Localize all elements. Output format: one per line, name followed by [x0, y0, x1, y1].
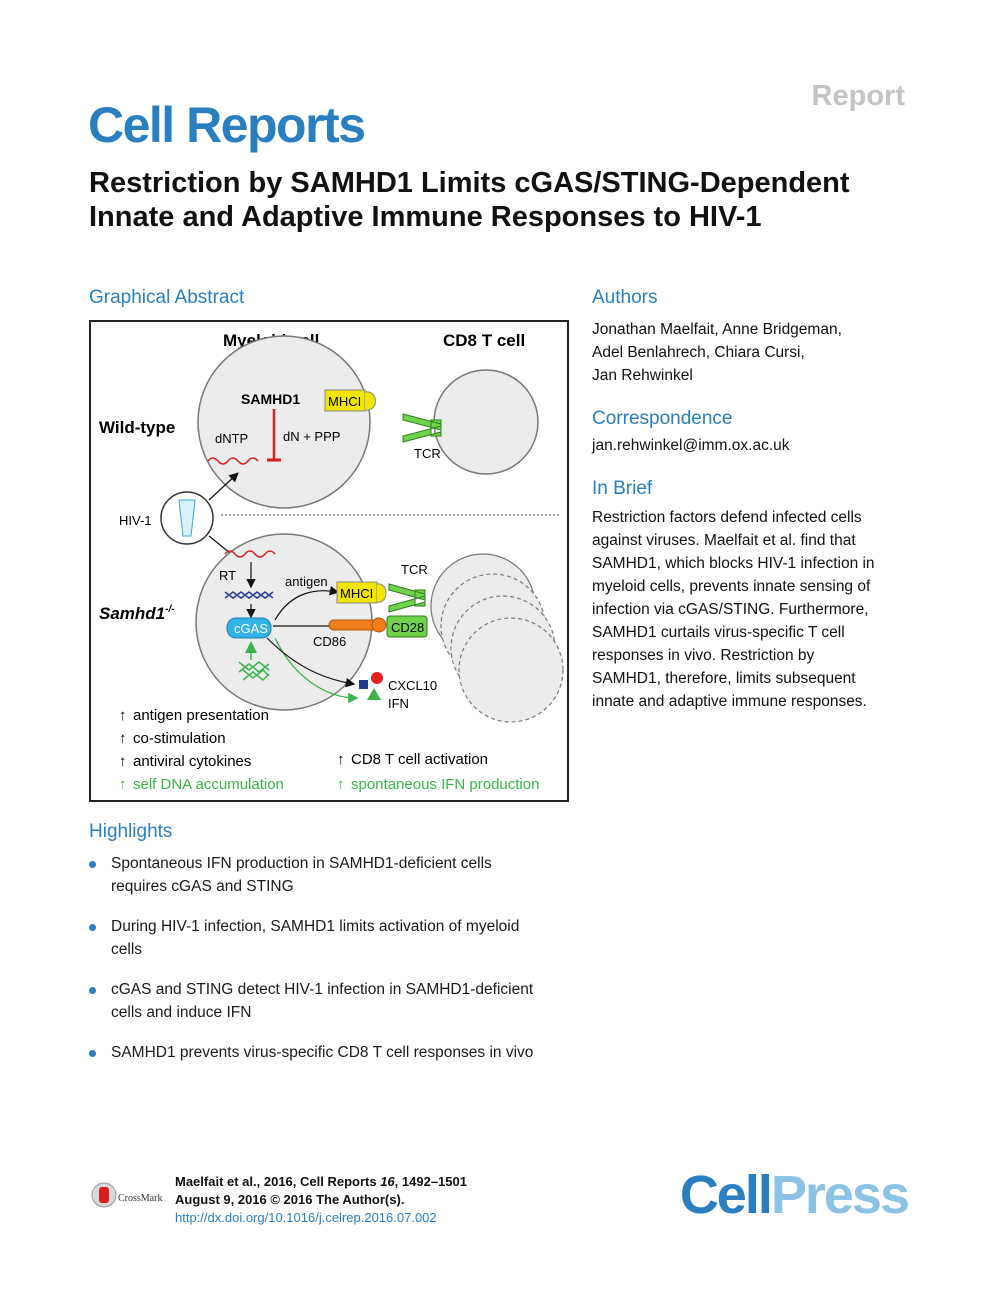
cd86-label: CD86: [313, 634, 346, 649]
authors-list: Jonathan Maelfait, Anne Bridgeman, Adel …: [592, 318, 842, 387]
article-title: Restriction by SAMHD1 Limits cGAS/STING-…: [89, 167, 850, 233]
graphical-abstract-figure: Myeloid cell CD8 T cell Wild-type SAMHD1…: [89, 320, 569, 802]
outcome-text-2: co-stimulation: [133, 730, 226, 747]
correspondence-email[interactable]: jan.rehwinkel@imm.ox.ac.uk: [592, 437, 790, 454]
in-brief-line: responses in vivo. Restriction by: [592, 647, 815, 664]
in-brief-line: SAMHD1, therefore, limits subsequent: [592, 670, 856, 687]
in-brief-line: Restriction factors defend infected cell…: [592, 509, 862, 526]
bullet-icon: [89, 1050, 96, 1057]
cgas-label: cGAS: [234, 621, 268, 636]
cd28-box: [386, 615, 428, 638]
self-dna-cluster: [238, 661, 270, 682]
tcr-label-ko: TCR: [401, 562, 428, 577]
mhci-label-ko: MHCI: [340, 586, 373, 601]
citation-line: Maelfait et al., 2016, Cell Reports 16, …: [175, 1174, 467, 1189]
outcome-arrow-3: ↑: [119, 753, 127, 770]
samhd1-label: SAMHD1: [241, 391, 300, 407]
in-brief-line: SAMHD1 curtails virus-specific T cell: [592, 624, 845, 641]
outcome-arrow-1: ↑: [119, 707, 127, 724]
authors-heading: Authors: [592, 287, 658, 308]
tcr-shape-ko: [388, 583, 426, 613]
outcome-text-4: self DNA accumulation: [133, 776, 284, 793]
outcomes-right: ↑ CD8 T cell activation ↑ spontaneous IF…: [337, 751, 539, 793]
in-brief-line: against viruses. Maelfait et al. find th…: [592, 532, 856, 549]
wildtype-t-cell: [433, 369, 539, 475]
cd8-t-cell-label: CD8 T cell: [443, 331, 525, 350]
mhci-label-wildtype: MHCI: [328, 394, 361, 409]
in-brief-line: myeloid cells, prevents innate sensing o…: [592, 578, 871, 595]
samhd1-ko-label: Samhd1-/-: [99, 604, 175, 623]
activated-t-cell-4: [458, 617, 564, 723]
outcome-arrow-5: ↑: [337, 751, 345, 768]
outcome-text-3: antiviral cytokines: [133, 753, 251, 770]
svg-text:CrossMark: CrossMark: [118, 1193, 162, 1204]
highlight-item: During HIV-1 infection, SAMHD1 limits ac…: [89, 915, 574, 961]
cgas-node: [226, 617, 272, 639]
crossmark-logo[interactable]: CrossMark: [90, 1181, 180, 1211]
footer-citation: Maelfait et al., 2016, Cell Reports 16, …: [175, 1173, 467, 1227]
hiv1-arrow-wildtype: [208, 472, 239, 501]
antigen-label: antigen: [285, 574, 328, 589]
article-type-label: Report: [811, 80, 905, 112]
outcome-arrow-6: ↑: [337, 776, 345, 793]
cd86-stalk: [328, 619, 378, 631]
in-brief-line: SAMHD1, which blocks HIV-1 infection in: [592, 555, 875, 572]
rt-label: RT: [219, 568, 236, 583]
outcome-text-6: spontaneous IFN production: [351, 776, 539, 793]
cxcl10-label: CXCL10: [388, 678, 437, 693]
dn-ppp-label: dN + PPP: [283, 429, 340, 444]
in-brief-heading: In Brief: [592, 478, 653, 499]
in-brief-text: Restriction factors defend infected cell…: [592, 506, 875, 713]
ifn-triangle: [367, 688, 381, 700]
outcome-arrow-4: ↑: [119, 776, 127, 793]
authors-line: Jan Rehwinkel: [592, 367, 693, 384]
tcr-label-wildtype: TCR: [414, 446, 441, 461]
dntp-label: dNTP: [215, 431, 248, 446]
mhci-cup-wildtype: [364, 391, 376, 411]
graphical-abstract-heading: Graphical Abstract: [89, 287, 245, 308]
journal-title: Cell Reports: [88, 97, 366, 153]
outcomes-left: ↑ antigen presentation ↑ co-stimulation …: [119, 707, 284, 793]
date-line: August 9, 2016 © 2016 The Author(s).: [175, 1192, 405, 1207]
highlight-item: cGAS and STING detect HIV-1 infection in…: [89, 978, 574, 1024]
cd86-head: [371, 617, 387, 633]
outcome-text-5: CD8 T cell activation: [351, 751, 488, 768]
correspondence-heading: Correspondence: [592, 408, 733, 429]
outcome-arrow-2: ↑: [119, 730, 127, 747]
cd28-label: CD28: [391, 620, 424, 635]
bullet-icon: [89, 861, 96, 868]
authors-line: Adel Benlahrech, Chiara Cursi,: [592, 344, 805, 361]
antigen-arrow: [274, 585, 340, 621]
hiv1-label: HIV-1: [119, 513, 152, 528]
in-brief-line: infection via cGAS/STING. Furthermore,: [592, 601, 869, 618]
highlights-list: Spontaneous IFN production in SAMHD1-def…: [89, 852, 574, 1081]
doi-link[interactable]: http://dx.doi.org/10.1016/j.celrep.2016.…: [175, 1210, 437, 1225]
in-brief-line: innate and adaptive immune responses.: [592, 693, 867, 710]
bullet-icon: [89, 987, 96, 994]
ifn-circle: [371, 672, 383, 684]
authors-line: Jonathan Maelfait, Anne Bridgeman,: [592, 321, 842, 338]
outcome-text-1: antigen presentation: [133, 707, 269, 724]
tcr-shape-wildtype: [402, 413, 442, 443]
publisher-logo: CellPress: [679, 1165, 910, 1225]
viral-dna: [224, 591, 274, 599]
viral-rna-ko: [224, 550, 276, 558]
highlights-heading: Highlights: [89, 821, 173, 842]
ifn-label: IFN: [388, 696, 409, 711]
cxcl10-square: [359, 680, 368, 689]
hiv1-capsid: [178, 499, 196, 537]
bullet-icon: [89, 924, 96, 931]
highlight-item: SAMHD1 prevents virus-specific CD8 T cel…: [89, 1041, 574, 1064]
wild-type-label: Wild-type: [99, 418, 175, 437]
viral-rna-wildtype: [207, 457, 259, 465]
mhci-cup-ko: [376, 583, 387, 603]
wildtype-myeloid-cell: [197, 335, 371, 509]
highlight-item: Spontaneous IFN production in SAMHD1-def…: [89, 852, 574, 898]
cxcl10-arrow: [266, 637, 356, 688]
